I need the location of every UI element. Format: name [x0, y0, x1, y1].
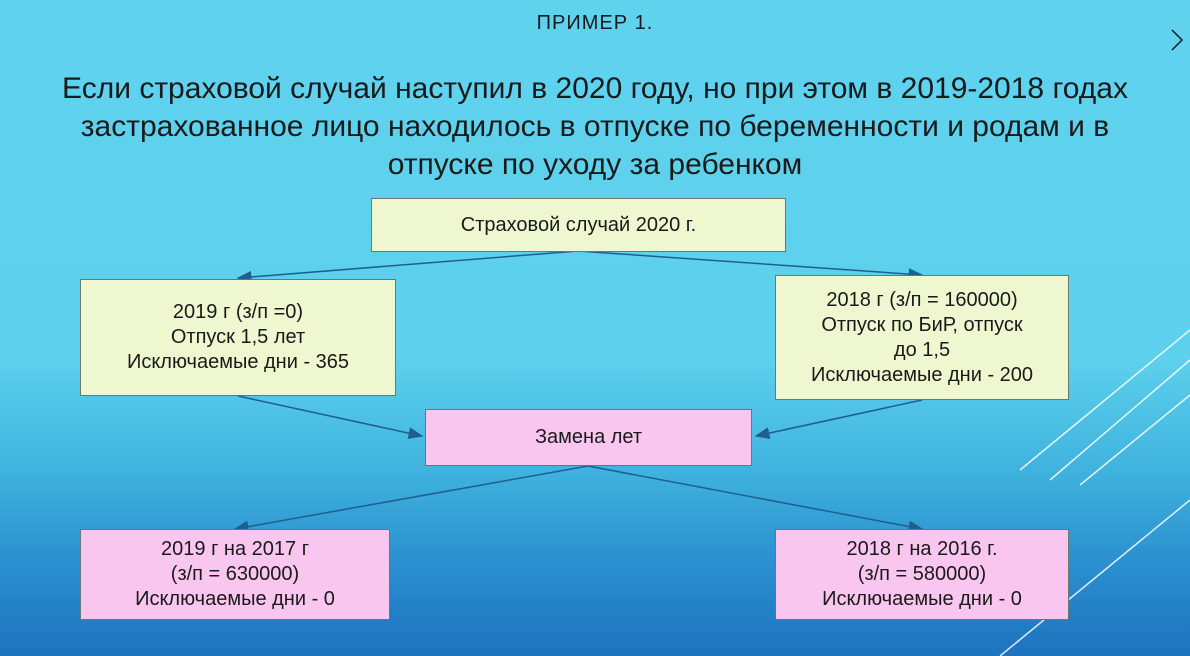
slide-heading: Если страховой случай наступил в 2020 го… [62, 72, 1128, 181]
node-left-top: 2019 г (з/п =0) Отпуск 1,5 лет Исключаем… [80, 279, 396, 396]
node-right-bottom: 2018 г на 2016 г. (з/п = 580000) Исключа… [775, 529, 1069, 620]
arrow-right-to-middle [754, 399, 923, 440]
node-right-top-line-1: 2018 г (з/п = 160000) [826, 288, 1018, 311]
arrow-middle-to-right [587, 465, 924, 533]
node-right-bottom-line-3: Исключаемые дни - 0 [822, 588, 1022, 610]
node-left-bottom-line-1: 2019 г на 2017 г [161, 538, 309, 560]
node-left-top-line-2: Отпуск 1,5 лет [170, 326, 306, 348]
node-middle: Замена лет [425, 409, 752, 466]
slide-label: ПРИМЕР 1. [536, 12, 654, 34]
node-left-top-line-3: Исключаемые дни - 365 [126, 351, 350, 373]
arrow-left-to-middle [237, 395, 424, 439]
node-middle-text: Замена лет [534, 426, 643, 448]
node-right-top-line-4: Исключаемые дни - 200 [810, 363, 1034, 386]
arrow-root-to-left [236, 250, 579, 283]
node-left-bottom: 2019 г на 2017 г (з/п = 630000) Исключае… [80, 529, 390, 620]
node-right-top-line-3: до 1,5 [893, 338, 951, 361]
node-left-bottom-line-3: Исключаемые дни - 0 [135, 588, 335, 610]
node-left-top-line-1: 2019 г (з/п =0) [172, 301, 304, 323]
node-root-text: Страховой случай 2020 г. [460, 213, 697, 236]
arrow-middle-to-left [233, 465, 589, 533]
node-root: Страховой случай 2020 г. [371, 198, 786, 252]
node-right-bottom-line-2: (з/п = 580000) [857, 563, 987, 585]
node-right-top-line-2: Отпуск по БиР, отпуск [821, 313, 1023, 336]
arrow-root-to-right [577, 250, 924, 281]
node-right-bottom-line-1: 2018 г на 2016 г. [846, 538, 998, 560]
node-right-top: 2018 г (з/п = 160000) Отпуск по БиР, отп… [775, 275, 1069, 400]
node-left-bottom-line-2: (з/п = 630000) [170, 563, 300, 585]
